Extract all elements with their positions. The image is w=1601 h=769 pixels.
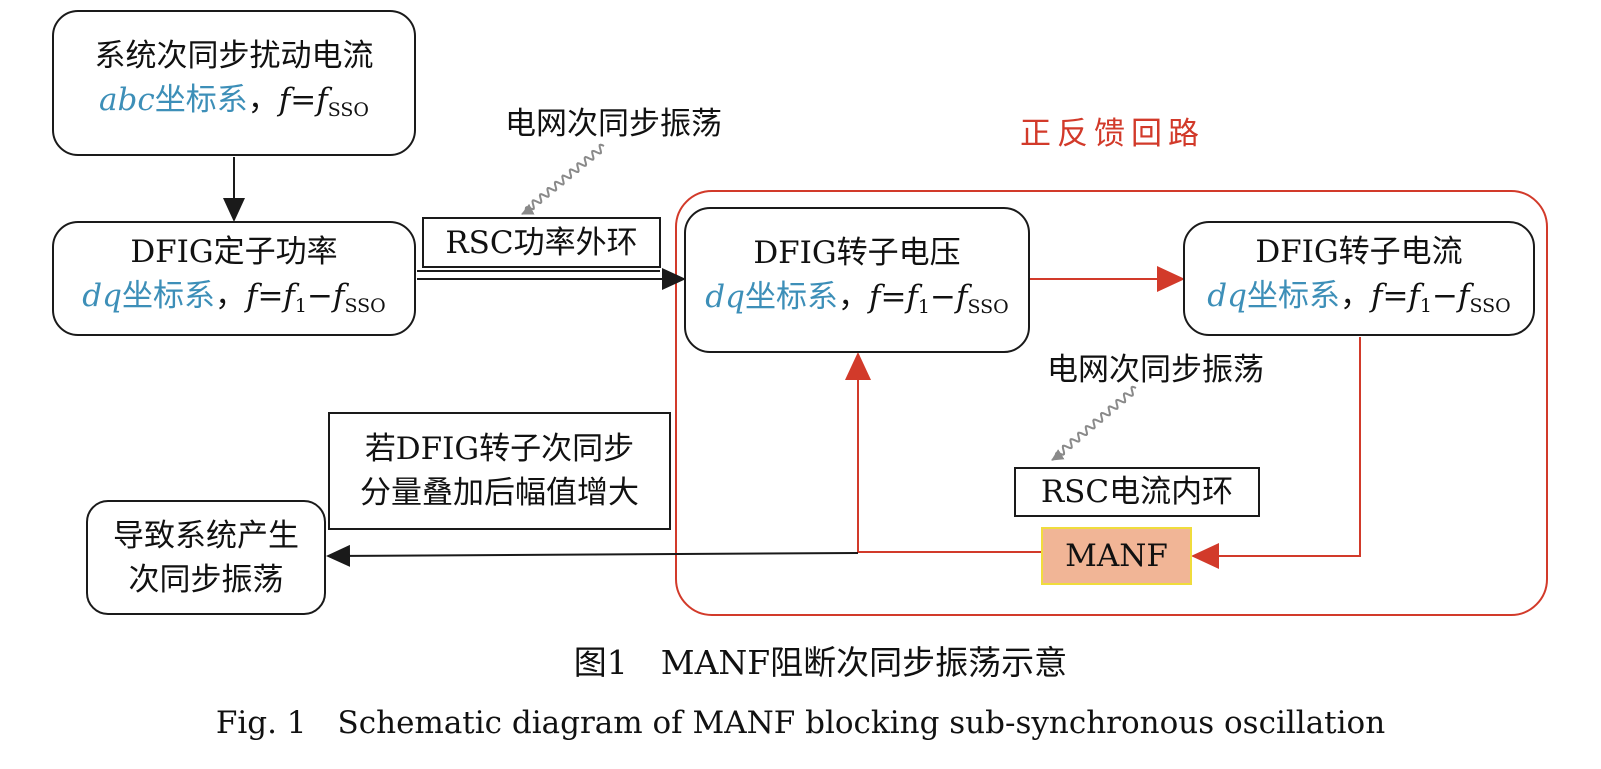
freq-f1: f	[906, 279, 918, 315]
freq-f1: f	[283, 277, 295, 314]
freq-var: f	[278, 82, 291, 118]
coord-word: 坐标系	[1246, 277, 1340, 314]
coord-system-name: dq	[705, 279, 745, 315]
freq-sso: f	[1457, 277, 1470, 314]
node-coordinate-line: dq坐标系，f=f1−fSSO	[705, 275, 1009, 329]
separator: ，	[247, 82, 279, 118]
caption-english: Fig. 1 Schematic diagram of MANF blockin…	[215, 705, 1386, 741]
freq-sso: f	[316, 82, 328, 118]
equals: =	[290, 82, 317, 118]
node-title: 系统次同步扰动电流	[94, 38, 374, 74]
caption-chinese: 图1 MANF阻断次同步振荡示意	[573, 643, 1068, 682]
grid-oscillation-wave-arrow-top	[521, 143, 605, 215]
freq-f1-subscript: 1	[1419, 294, 1432, 317]
node-system-oscillation: 导致系统产生 次同步振荡	[86, 500, 326, 615]
freq-f1-subscript: 1	[917, 296, 930, 318]
arrow-loop-to-system-oscillation	[326, 544, 859, 567]
coord-word: 坐标系	[121, 277, 215, 314]
freq-sso: f	[332, 277, 345, 314]
box-amplitude-condition: 若DFIG转子次同步 分量叠加后幅值增大	[328, 412, 671, 530]
separator: ，	[1339, 277, 1371, 314]
coord-system-name: abc	[99, 82, 155, 118]
equals: =	[880, 279, 907, 315]
freq-var: f	[245, 277, 258, 314]
minus: −	[1432, 277, 1458, 314]
node-line-2: 次同步振荡	[128, 561, 284, 598]
freq-sso-subscript: SSO	[967, 296, 1009, 318]
freq-var: f	[1370, 277, 1383, 314]
freq-f1-subscript: 1	[294, 294, 307, 317]
box-label: RSC电流内环	[1040, 474, 1234, 510]
node-dfig-rotor-voltage: DFIG转子电压 dq坐标系，f=f1−fSSO	[684, 207, 1030, 353]
node-dfig-rotor-current: DFIG转子电流 dq坐标系，f=f1−fSSO	[1183, 221, 1535, 336]
freq-var: f	[868, 279, 881, 315]
freq-sso-subscript: SSO	[344, 294, 386, 317]
minus: −	[307, 277, 333, 314]
minus: −	[930, 279, 956, 315]
coord-system-name: dq	[1207, 277, 1247, 314]
arrow-rotor-current-to-manf	[1191, 337, 1361, 569]
node-coordinate-line: dq坐标系，f=f1−fSSO	[1207, 274, 1511, 328]
coord-word: 坐标系	[744, 279, 838, 315]
equals: =	[257, 277, 284, 314]
node-line-1: 导致系统产生	[113, 517, 299, 554]
label-grid-oscillation-mid: 电网次同步振荡	[1047, 352, 1264, 388]
box-label: RSC功率外环	[445, 224, 638, 261]
coord-system-name: dq	[82, 277, 122, 314]
node-title: DFIG转子电压	[753, 235, 961, 271]
label-grid-oscillation-top: 电网次同步振荡	[505, 106, 722, 142]
box-manf: MANF	[1041, 527, 1192, 585]
box-line-1: 若DFIG转子次同步	[364, 431, 635, 467]
arrow-manf-to-rotor-voltage	[845, 352, 1041, 553]
separator: ，	[214, 277, 246, 314]
equals: =	[1382, 277, 1409, 314]
node-dfig-stator-power: DFIG定子功率 dq坐标系，f=f1−fSSO	[52, 221, 416, 336]
node-coordinate-line: dq坐标系，f=f1−fSSO	[82, 274, 386, 328]
box-label: MANF	[1065, 538, 1168, 574]
freq-sso-subscript: SSO	[1469, 294, 1511, 317]
positive-feedback-loop-frame	[675, 190, 1548, 616]
freq-f1: f	[1408, 277, 1420, 314]
freq-sso-subscript: SSO	[327, 99, 369, 121]
node-coordinate-line: abc坐标系，f=fSSO	[99, 78, 369, 132]
label-positive-feedback-loop: 正反馈回路	[1020, 116, 1205, 152]
freq-sso: f	[955, 279, 968, 315]
box-rsc-power-outer-loop: RSC功率外环	[422, 217, 661, 268]
separator: ，	[837, 279, 869, 315]
node-system-disturbance-current: 系统次同步扰动电流 abc坐标系，f=fSSO	[52, 10, 416, 156]
coord-word: 坐标系	[154, 82, 248, 118]
grid-oscillation-wave-arrow-mid	[1051, 385, 1137, 461]
node-title: DFIG转子电流	[1255, 233, 1463, 270]
box-line-2: 分量叠加后幅值增大	[360, 475, 639, 511]
box-rsc-current-inner-loop: RSC电流内环	[1014, 467, 1260, 517]
node-title: DFIG定子功率	[130, 233, 338, 270]
